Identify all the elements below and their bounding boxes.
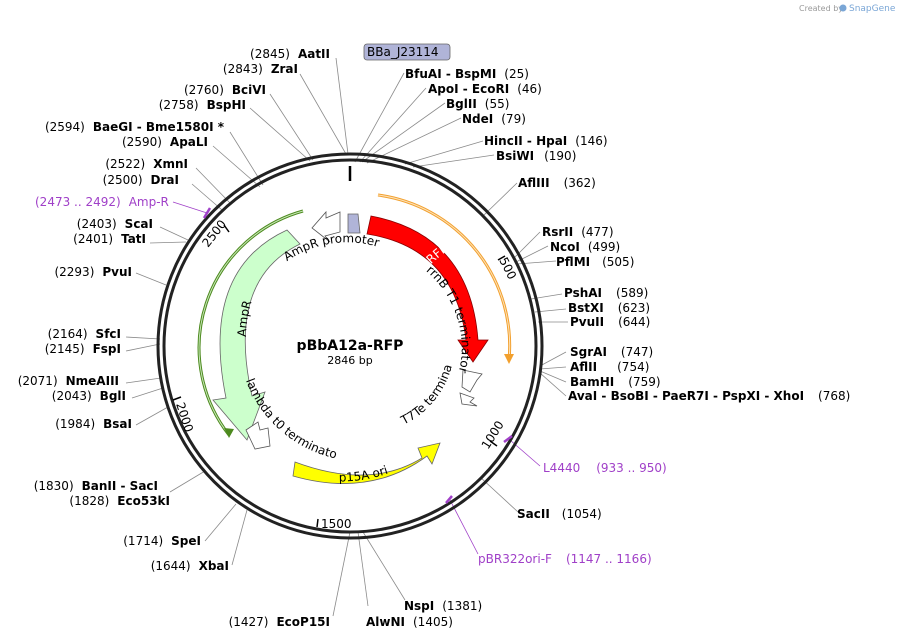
site-label: (2403)ScaI [77,217,153,231]
primer-labels: (2473 .. 2492)Amp-R L4440(933 .. 950) pB… [35,195,667,566]
svg-text:Created by: Created by [799,4,843,13]
p15a-ori-arrow [292,442,441,484]
site-label: (1984)BsaI [55,417,132,431]
site-label: AvaI - BsoBI - PaeR7I - PspXI - XhoI(768… [568,389,850,403]
orange-arrowhead [504,354,514,364]
site-label: BsiWI(190) [496,149,576,163]
site-label: RsrII(477) [542,225,614,239]
site-label: (1644)XbaI [151,559,229,573]
site-label: (2758)BspHI [159,98,246,112]
lambda-terminator-arrow [245,421,271,450]
ampr-arrowhead [224,428,234,438]
site-label: PshAI(589) [564,286,648,300]
primer-label: (2473 .. 2492)Amp-R [35,195,169,209]
site-label: (1427)EcoP15I [229,615,330,629]
site-label: (2145)FspI [45,342,121,356]
svg-text:SnapGene: SnapGene [849,4,896,14]
site-label: PflMI(505) [556,255,634,269]
site-label: NspI(1381) [404,599,482,613]
svg-text:1000: 1000 [479,418,507,451]
site-label: AflII(754) [570,360,649,374]
site-label: SacII(1054) [517,507,602,521]
site-label: (1714)SpeI [123,534,201,548]
site-label: (2164)SfcI [48,327,121,341]
ampr-promoter-arrow [311,210,341,243]
backbone [156,152,544,540]
plasmid-name: pBbA12a-RFP [297,338,404,354]
site-label: (2594)BaeGI - Bme1580I * [45,120,225,134]
site-label: (2293)PvuI [54,265,132,279]
site-label: (1828)Eco53kI [69,494,170,508]
rrnb-terminator-arrow [461,369,483,393]
site-label: (2522)XmnI [105,157,188,171]
site-label: (2043)BglI [52,389,126,403]
primer-label: pBR322ori-F(1147 .. 1166) [478,552,652,566]
site-label: (2590)ApaLI [122,135,208,149]
site-label: (2071)NmeAIII [18,374,119,388]
site-label: AflIII(362) [518,176,596,190]
site-label: BglII(55) [446,97,509,111]
site-label: AlwNI(1405) [366,615,453,629]
site-label: (2843)ZraI [223,62,298,76]
site-label: NdeI(79) [462,112,526,126]
site-label: ApoI - EcoRI(46) [428,82,542,96]
mrfp1-arrow [366,215,489,363]
site-label: PvuII(644) [570,315,650,329]
snapgene-logo-icon [839,4,847,12]
site-label: BfuAI - BspMI(25) [405,67,529,81]
site-label: SgrAI(747) [570,345,653,359]
site-label: (2401)TatI [73,232,146,246]
site-label: BamHI(759) [570,375,661,389]
orange-direction-arrow-highlight [377,194,511,361]
site-label: BstXI(623) [568,301,650,315]
site-label: HincII - HpaI(146) [484,134,608,148]
right-site-labels: AlwNI(1405) NspI(1381) SacII(1054) BfuAI… [366,67,850,629]
ampr-arrow [212,229,301,441]
site-label: (2845)AatII [250,47,330,61]
svg-text:1500: 1500 [321,517,352,531]
promoter-block [347,213,361,234]
site-label: NcoI(499) [550,240,620,254]
site-label: (2500)DraI [103,173,179,187]
t7te-terminator-arrow [459,392,478,407]
site-label: (2760)BciVI [184,83,266,97]
ampr-direction-arrow-highlight [198,210,304,436]
tick-marks [172,224,506,528]
bba-j23114-tag[interactable]: BBa_J23114 [363,43,451,61]
ampr-promoter-label: AmpR promoter [281,231,381,264]
svg-text:BBa_J23114: BBa_J23114 [367,45,439,59]
p15a-ori-label: p15A ori [339,463,390,485]
watermark: Created by SnapGene [799,4,896,14]
primer-marks [202,207,513,504]
site-label: (1830)BanII - SacI [34,479,158,493]
left-site-labels: (2845)AatII (2843)ZraI (2760)BciVI (2758… [18,47,330,629]
plasmid-size: 2846 bp [327,354,372,367]
primer-label: L4440(933 .. 950) [543,461,667,475]
